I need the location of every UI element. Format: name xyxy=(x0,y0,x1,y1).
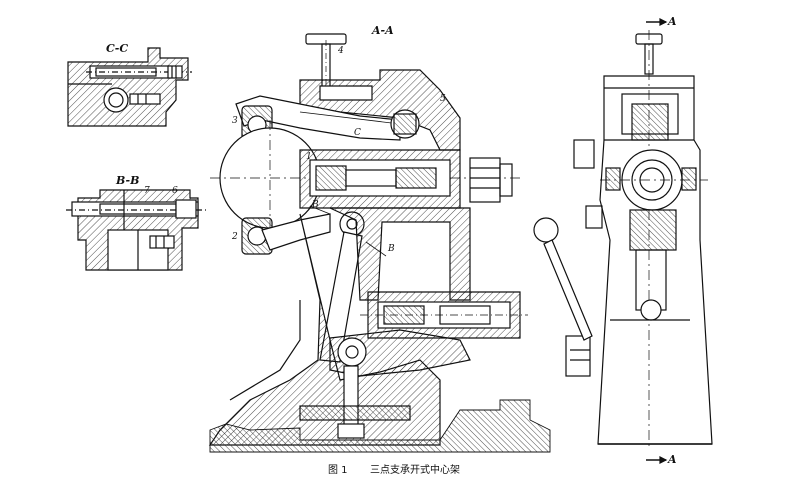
section-marker-b-left: B xyxy=(312,200,319,210)
section-cc-drawing xyxy=(67,47,192,127)
figure-label: 图 1 xyxy=(328,465,348,476)
part-number-6: 6 xyxy=(172,186,178,196)
section-marker-b-right: B xyxy=(388,244,395,254)
part-number-7: 7 xyxy=(144,186,150,196)
part-number-1: 1 xyxy=(306,152,312,162)
section-marker-a-top: A xyxy=(668,15,677,28)
side-view-drawing xyxy=(533,30,713,450)
part-number-5: 5 xyxy=(440,94,446,104)
view-title-aa: A-A xyxy=(372,24,394,37)
part-number-4: 4 xyxy=(338,46,344,56)
section-marker-a-bottom: A xyxy=(668,453,677,466)
section-aa-drawing xyxy=(208,33,551,453)
section-bb-drawing xyxy=(66,189,208,271)
figure-caption: 三点支承开式中心架 xyxy=(370,465,460,476)
view-title-bb: B-B xyxy=(116,174,140,187)
part-number-3: 3 xyxy=(232,116,238,126)
section-marker-c: C xyxy=(354,128,361,138)
view-title-cc: C-C xyxy=(106,42,129,55)
part-number-2: 2 xyxy=(232,232,238,242)
